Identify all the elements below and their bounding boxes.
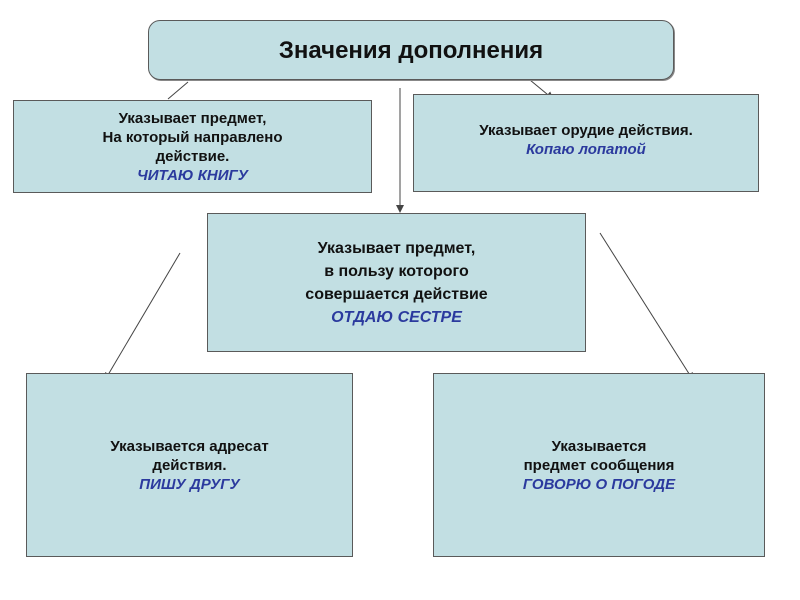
topic-meaning-box: Указывается предмет сообщения ГОВОРЮ О П… <box>433 373 765 557</box>
object-line-1: Указывает предмет, <box>118 109 267 127</box>
benefit-line-1: Указывает предмет, <box>317 239 476 257</box>
benefit-line-3: совершается действие <box>305 285 488 303</box>
diagram-title: Значения дополнения <box>278 36 544 64</box>
arrow-to-topic <box>599 232 694 381</box>
object-line-3: действие. <box>155 147 230 165</box>
addressee-line-2: действия. <box>152 456 227 474</box>
arrow-to-addressee <box>104 252 181 381</box>
instrument-meaning-box: Указывает орудие действия. Копаю лопатой <box>413 94 759 192</box>
topic-line-1: Указывается <box>551 437 647 455</box>
topic-line-2: предмет сообщения <box>523 456 675 474</box>
benefit-example: ОТДАЮ СЕСТРЕ <box>331 308 462 326</box>
diagram-title-box: Значения дополнения <box>148 20 674 80</box>
addressee-meaning-box: Указывается адресат действия. ПИШУ ДРУГУ <box>26 373 353 557</box>
addressee-line-1: Указывается адресат <box>110 437 269 455</box>
benefit-meaning-box: Указывает предмет, в пользу которого сов… <box>207 213 586 352</box>
benefit-line-2: в пользу которого <box>324 262 469 280</box>
object-meaning-box: Указывает предмет, На который направлено… <box>13 100 372 193</box>
object-example: ЧИТАЮ КНИГУ <box>137 166 248 184</box>
instrument-line-1: Указывает орудие действия. <box>479 122 693 139</box>
object-line-2: На который направлено <box>102 128 283 146</box>
addressee-example: ПИШУ ДРУГУ <box>139 475 240 493</box>
arrow-to-object <box>167 81 189 100</box>
topic-example: ГОВОРЮ О ПОГОДЕ <box>522 475 676 493</box>
instrument-example: Копаю лопатой <box>526 141 646 158</box>
